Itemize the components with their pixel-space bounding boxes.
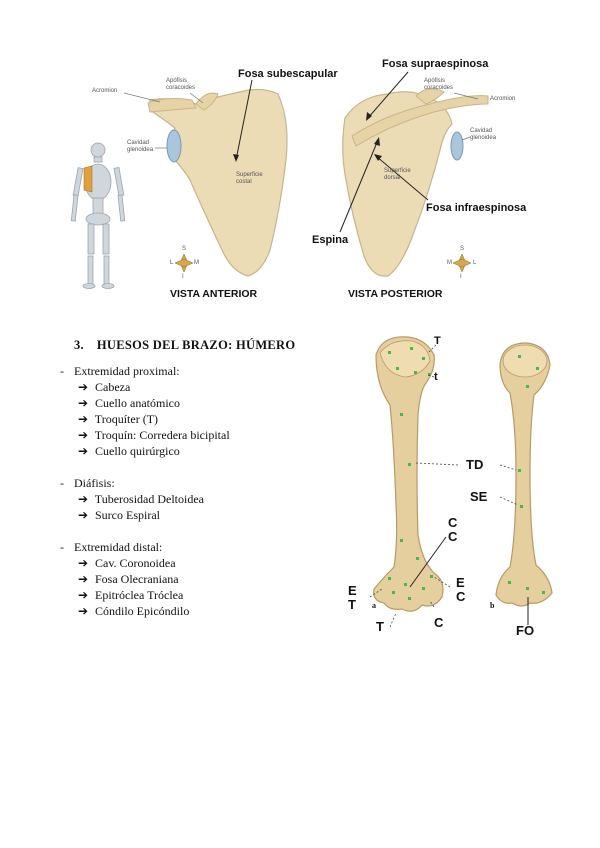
arrow-right-icon: ➔ — [78, 556, 89, 570]
group-heading: -Extremidad distal: — [60, 540, 163, 554]
label-T-top: T — [434, 335, 441, 347]
label-superficie-dorsal: Superficie dorsal — [384, 168, 411, 181]
compass-s: S — [460, 246, 465, 252]
compass-anterior-icon — [174, 253, 194, 273]
label-E-right: E — [456, 575, 465, 590]
label-t: t — [434, 371, 438, 383]
label-SE: SE — [470, 489, 488, 504]
label-T-bottom: T — [376, 619, 384, 634]
arrow-right-icon: ➔ — [78, 380, 89, 394]
list-item: ➔ Surco Espiral — [78, 508, 160, 522]
arrow-right-icon: ➔ — [78, 572, 89, 586]
section-humero: 3. HUESOS DEL BRAZO: HÚMERO -Extremidad … — [60, 338, 330, 619]
arrow-right-icon: ➔ — [78, 396, 89, 410]
label-fosa-subescapular: Fosa subescapular — [238, 68, 338, 80]
label-acromion-posterior: Acromion — [490, 96, 516, 102]
compass-i: I — [182, 274, 184, 280]
compass-m: M — [447, 260, 452, 266]
arrow-right-icon: ➔ — [78, 508, 89, 522]
arrow-right-icon: ➔ — [78, 588, 89, 602]
compass-s: S — [182, 246, 187, 252]
arrow-right-icon: ➔ — [78, 492, 89, 506]
list-item: ➔ Cav. Coronoidea — [78, 556, 176, 570]
label-C2: C — [448, 529, 458, 544]
label-espina: Espina — [312, 234, 349, 246]
group-heading: -Diáfisis: — [60, 476, 115, 490]
group-proximal: -Extremidad proximal: ➔ Cabeza ➔ Cuello … — [60, 363, 330, 459]
label-FO: FO — [516, 623, 535, 638]
group-diafisis: -Diáfisis: ➔ Tuberosidad Deltoidea ➔ Sur… — [60, 475, 330, 523]
list-item: ➔ Troquíter (T) — [78, 412, 159, 426]
skeleton-icon — [70, 142, 126, 289]
compass-i: I — [460, 274, 462, 280]
compass-l: L — [170, 260, 174, 266]
label-C-right: C — [456, 589, 466, 604]
caption-vista-posterior: VISTA POSTERIOR — [348, 288, 443, 300]
label-coracoides-anterior: Apófisis coracoides — [166, 78, 196, 91]
label-cavidad-anterior: Cavidad glenoidea — [127, 140, 154, 153]
arrow-right-icon: ➔ — [78, 444, 89, 458]
label-fosa-supraespinosa: Fosa supraespinosa — [382, 58, 489, 70]
humerus-illustration — [369, 336, 553, 628]
arrow-right-icon: ➔ — [78, 412, 89, 426]
compass-m: M — [194, 260, 199, 266]
list-item: ➔ Fosa Olecraniana — [78, 572, 179, 586]
section-number: 3. — [74, 338, 84, 352]
section-title: HUESOS DEL BRAZO: HÚMERO — [96, 338, 296, 352]
group-distal: -Extremidad distal: ➔ Cav. Coronoidea ➔ … — [60, 539, 330, 619]
compass-l: L — [473, 260, 477, 266]
list-item: ➔ Cuello quirúrgico — [78, 444, 180, 458]
label-C-bottom: C — [434, 615, 444, 630]
group-heading: -Extremidad proximal: — [60, 364, 180, 378]
label-C1: C — [448, 515, 458, 530]
label-fosa-infraespinosa: Fosa infraespinosa — [426, 202, 527, 214]
label-cavidad-posterior: Cavidad glenoidea — [470, 128, 497, 141]
humerus-posterior-bone — [495, 342, 553, 607]
list-item: ➔ Tuberosidad Deltoidea — [78, 492, 205, 506]
arrow-right-icon: ➔ — [78, 604, 89, 618]
caption-vista-anterior: VISTA ANTERIOR — [170, 288, 258, 300]
label-T-left: T — [348, 597, 356, 612]
label-E-left: E — [348, 583, 357, 598]
list-item: ➔ Epitróclea Tróclea — [78, 588, 184, 602]
list-item: ➔ Cóndilo Epicóndilo — [78, 604, 190, 618]
list-item: ➔ Cabeza — [78, 380, 131, 394]
label-superficie-costal: Superficie costal — [236, 172, 263, 185]
bullet: - — [60, 540, 64, 554]
scapula-figure: Acromion Apófisis coracoides Fosa subesc… — [0, 0, 600, 310]
label-b: b — [490, 601, 495, 610]
label-coracoides-posterior: Apófisis coracoides — [424, 78, 454, 91]
marker-pins — [388, 347, 545, 600]
bullet: - — [60, 364, 64, 378]
humerus-anterior-bone — [373, 336, 444, 612]
label-acromion-anterior: Acromion — [92, 88, 118, 94]
label-TD: TD — [466, 457, 484, 472]
list-item: ➔ Troquín: Corredera bicipital — [78, 428, 230, 442]
section-heading: 3. HUESOS DEL BRAZO: HÚMERO — [74, 338, 330, 353]
list-item: ➔ Cuello anatómico — [78, 396, 180, 410]
humerus-figure: T t TD SE C C E T E C T C a b FO — [330, 325, 580, 645]
scapula-illustration — [70, 71, 489, 289]
bullet: - — [60, 476, 64, 490]
compass-posterior-icon — [452, 253, 472, 273]
label-a: a — [372, 601, 376, 610]
arrow-right-icon: ➔ — [78, 428, 89, 442]
